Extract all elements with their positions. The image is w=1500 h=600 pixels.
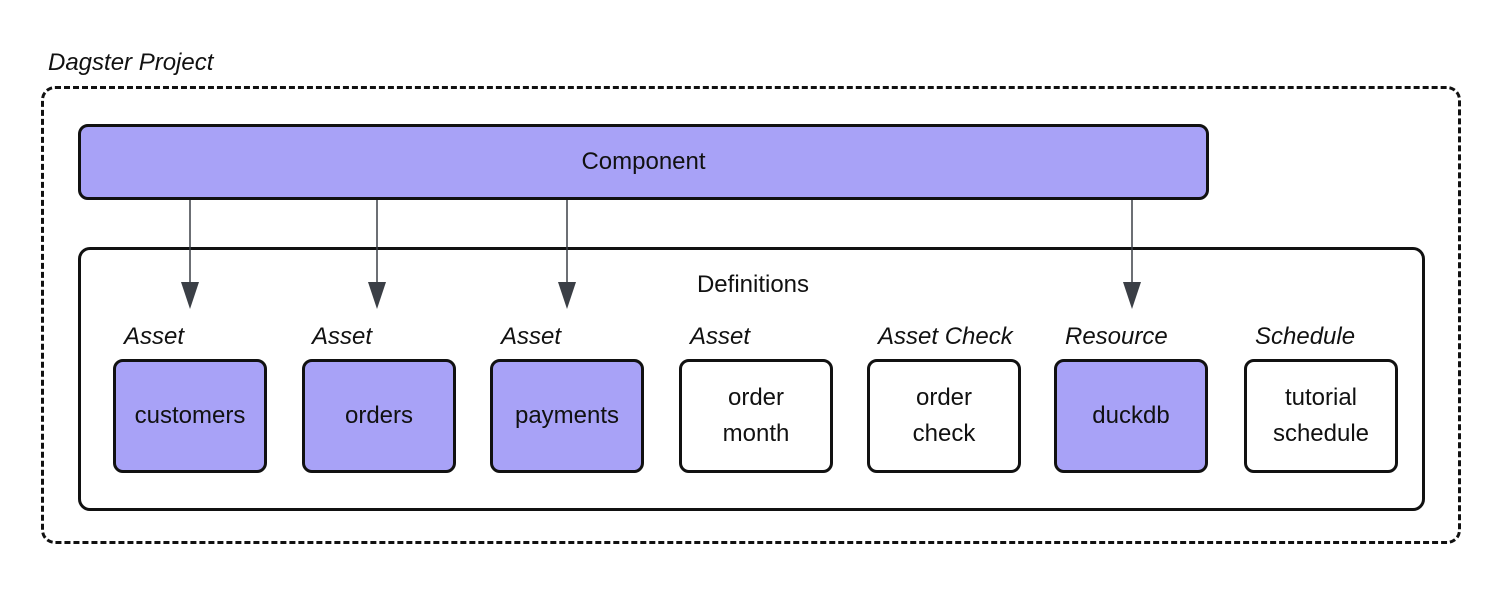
node-label-orders: orders	[344, 402, 414, 429]
project-boundary	[41, 86, 1461, 544]
node-label-order-month: order month	[722, 384, 790, 447]
asset-check-node-order-check: order check	[867, 359, 1021, 473]
schedule-node-tutorial-schedule: tutorial schedule	[1244, 359, 1398, 473]
definition-type-order-month: Asset	[690, 323, 751, 350]
definition-type-payments: Asset	[501, 323, 562, 350]
definition-type-duckdb: Resource	[1065, 323, 1168, 350]
resource-node-duckdb: duckdb	[1054, 359, 1208, 473]
edge-component-duckdb	[1123, 200, 1141, 309]
asset-node-orders: orders	[302, 359, 456, 473]
definitions-title: Definitions	[696, 271, 810, 298]
node-label-tutorial-schedule: tutorial schedule	[1272, 384, 1370, 447]
edge-component-customers	[181, 200, 199, 309]
component-label: Component	[581, 148, 706, 175]
edge-component-orders	[368, 200, 386, 309]
node-label-customers: customers	[134, 402, 246, 429]
component-node: Component	[78, 124, 1209, 200]
node-label-payments: payments	[514, 402, 620, 429]
definition-type-orders: Asset	[312, 323, 373, 350]
node-label-duckdb: duckdb	[1092, 402, 1170, 429]
definition-type-customers: Asset	[124, 323, 185, 350]
asset-node-payments: payments	[490, 359, 644, 473]
asset-node-order-month: order month	[679, 359, 833, 473]
node-label-order-check: order check	[912, 384, 976, 447]
project-label: Dagster Project	[48, 49, 214, 76]
edge-component-payments	[558, 200, 576, 309]
definition-type-order-check: Asset Check	[878, 323, 1013, 350]
asset-node-customers: customers	[113, 359, 267, 473]
definition-type-tutorial-schedule: Schedule	[1255, 323, 1356, 350]
